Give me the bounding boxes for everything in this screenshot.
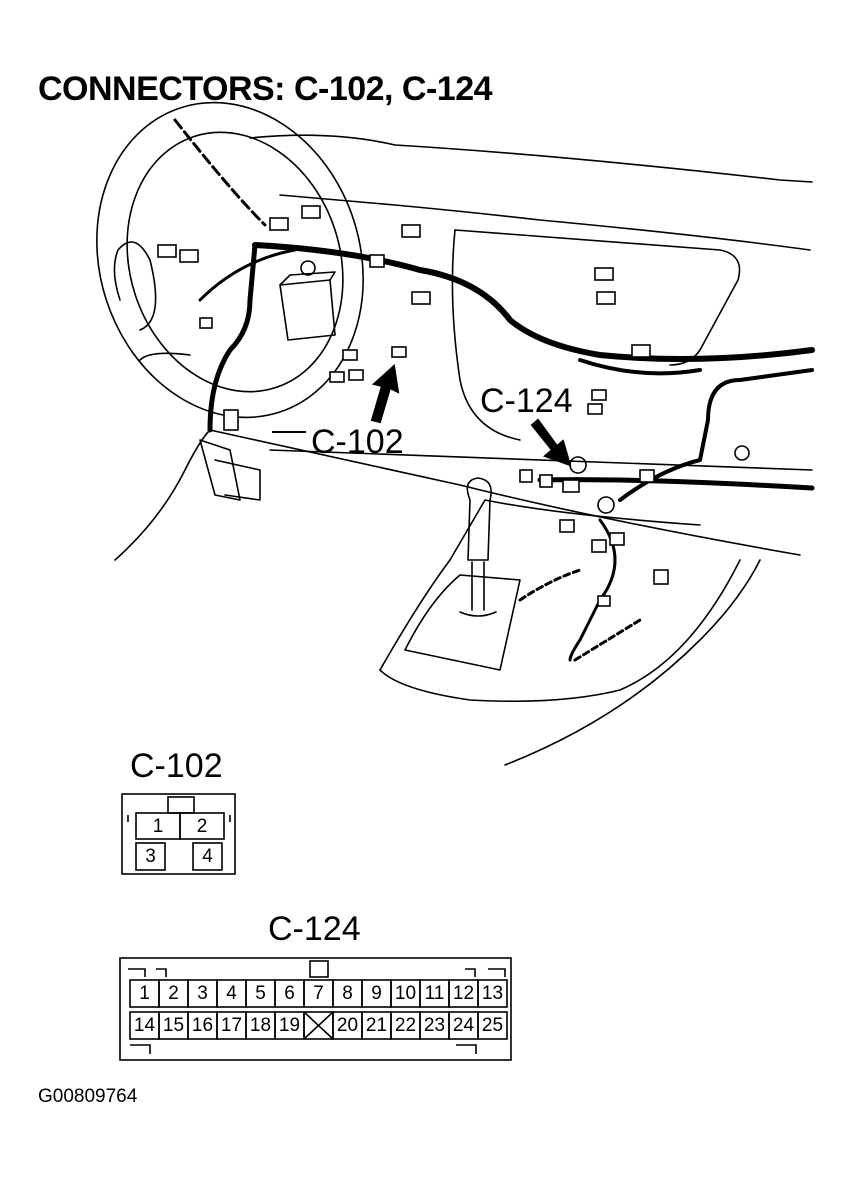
c124-pin-14: 14 bbox=[133, 1015, 156, 1036]
c124-pin-13: 13 bbox=[481, 983, 504, 1004]
callout-label-c102: C-102 bbox=[311, 423, 404, 461]
diagram-title: CONNECTORS: C-102, C-124 bbox=[38, 70, 493, 108]
c124-pin-9: 9 bbox=[371, 983, 382, 1004]
connector-c102-title: C-102 bbox=[130, 747, 223, 785]
c124-pin-7: 7 bbox=[313, 983, 324, 1004]
c124-pin-8: 8 bbox=[342, 983, 353, 1004]
c124-pin-1: 1 bbox=[139, 983, 150, 1004]
c124-pin-18: 18 bbox=[249, 1015, 272, 1036]
c102-pin-4: 4 bbox=[202, 846, 213, 867]
c124-pin-5: 5 bbox=[255, 983, 266, 1004]
c124-cavity bbox=[477, 979, 508, 1008]
c124-pin-22: 22 bbox=[394, 1015, 417, 1036]
c124-pin-24: 24 bbox=[452, 1015, 475, 1036]
c124-pin-3: 3 bbox=[197, 983, 208, 1004]
figure-id: G00809764 bbox=[38, 1086, 138, 1107]
c102-pin-1: 1 bbox=[152, 816, 164, 837]
c102-pin-2: 2 bbox=[196, 816, 208, 837]
c102-pin-3: 3 bbox=[145, 846, 156, 867]
c124-blank-cavity-mark bbox=[303, 1011, 334, 1040]
c124-pin-2: 2 bbox=[168, 983, 179, 1004]
c124-pin-17: 17 bbox=[220, 1015, 243, 1036]
c124-pin-21: 21 bbox=[365, 1015, 388, 1036]
c124-pin-15: 15 bbox=[162, 1015, 185, 1036]
callout-label-c124: C-124 bbox=[480, 382, 573, 420]
c124-pin-19: 19 bbox=[278, 1015, 301, 1036]
c124-pin-6: 6 bbox=[284, 983, 295, 1004]
c124-pin-4: 4 bbox=[226, 983, 237, 1004]
c124-pin-16: 16 bbox=[191, 1015, 214, 1036]
c124-pin-25: 25 bbox=[481, 1015, 504, 1036]
c124-pin-23: 23 bbox=[423, 1015, 446, 1036]
c124-pin-12: 12 bbox=[452, 983, 475, 1004]
c124-pin-11: 11 bbox=[424, 983, 445, 1004]
c124-pin-10: 10 bbox=[394, 983, 417, 1004]
c124-cavity bbox=[477, 1011, 508, 1040]
connector-c124-title: C-124 bbox=[268, 910, 361, 948]
c124-pin-20: 20 bbox=[336, 1015, 359, 1036]
